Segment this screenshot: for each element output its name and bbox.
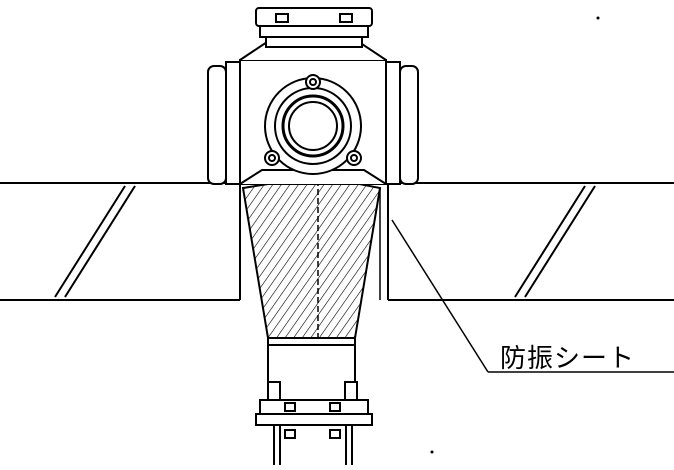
valve-body: [207, 7, 419, 185]
lower-flange: [255, 381, 373, 439]
speck: [430, 450, 434, 454]
anti-vibration-sheet: [241, 174, 382, 339]
floor-slab: [0, 182, 674, 301]
callout-label: 防振シート: [500, 344, 636, 374]
callout-leader: [391, 219, 674, 373]
speck: [596, 16, 600, 20]
